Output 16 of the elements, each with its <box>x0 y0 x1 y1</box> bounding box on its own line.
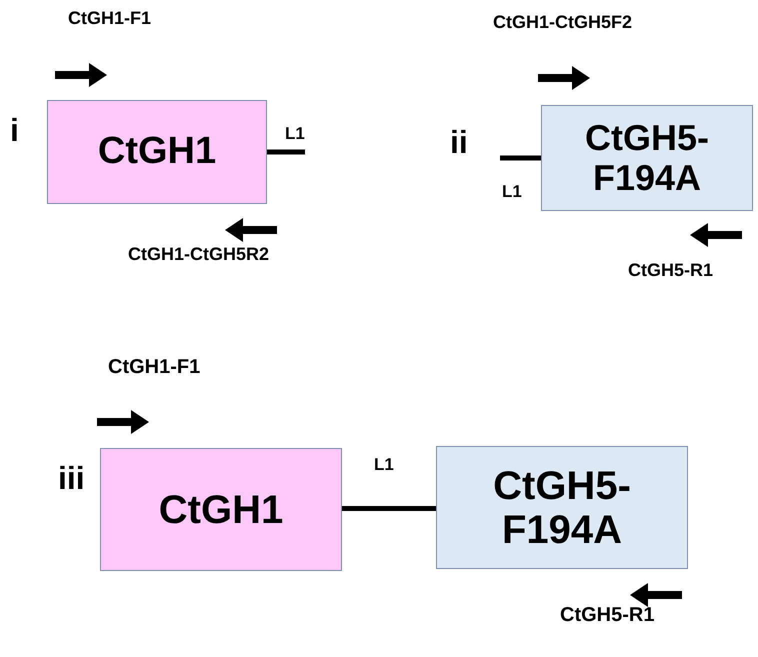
gene-box: CtGH1 <box>100 448 342 571</box>
gene-box: CtGH1 <box>47 100 267 204</box>
primer-label: CtGH1-CtGH5F2 <box>493 12 632 33</box>
primer-label: CtGH5-R1 <box>628 260 714 281</box>
panel-label: ii <box>450 124 468 161</box>
gene-box: CtGH5- F194A <box>541 105 753 211</box>
linker-line <box>500 156 541 160</box>
primer-label: CtGH1-F1 <box>68 8 152 29</box>
primer-label: CtGH1-CtGH5R2 <box>128 244 270 265</box>
linker-line <box>342 506 436 511</box>
gene-box: CtGH5- F194A <box>436 446 688 569</box>
primer-label: CtGH5-R1 <box>560 604 654 627</box>
panel-label: i <box>10 112 19 149</box>
linker-line <box>267 150 305 154</box>
primer-label: CtGH1-F1 <box>108 356 200 379</box>
panel-label: iii <box>58 460 85 497</box>
